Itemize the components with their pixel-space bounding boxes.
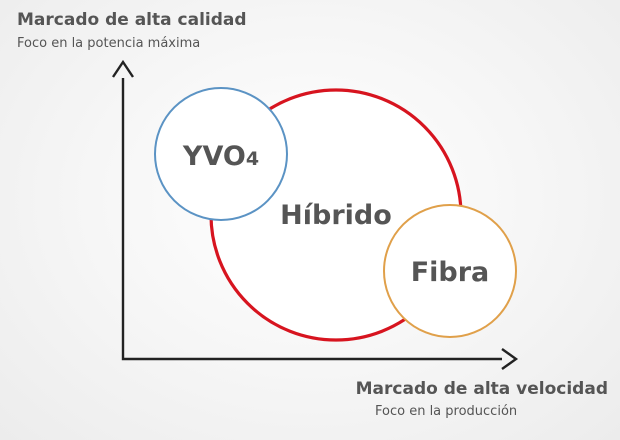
fiber-label: Fibra xyxy=(411,257,490,288)
y-axis-subtitle: Foco en la potencia máxima xyxy=(17,36,201,51)
hybrid-label: Híbrido xyxy=(280,200,392,231)
y-axis-title: Marcado de alta calidad xyxy=(17,10,247,30)
yvo4-label-subscript: 4 xyxy=(246,148,259,170)
yvo4-circle xyxy=(154,87,288,221)
yvo4-label: YVO4 xyxy=(182,141,259,172)
x-axis-subtitle: Foco en la producción xyxy=(375,404,518,419)
x-axis-arrowhead xyxy=(501,348,519,370)
yvo4-label-main: YVO xyxy=(182,141,246,172)
fiber-circle xyxy=(383,204,517,338)
y-axis-arrowhead xyxy=(112,59,134,78)
x-axis-title: Marcado de alta velocidad xyxy=(355,379,608,399)
y-axis-line xyxy=(121,78,502,361)
